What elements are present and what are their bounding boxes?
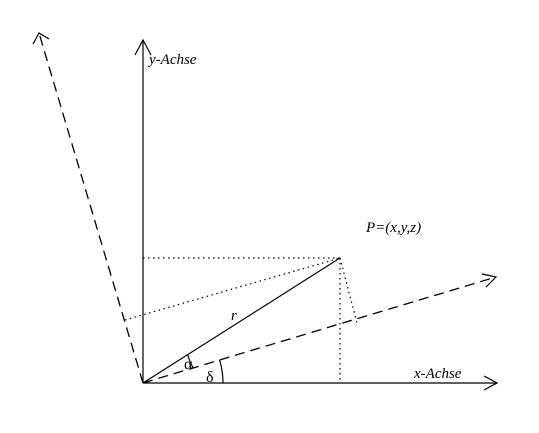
x-axis <box>143 375 499 391</box>
projection-to-rotated-x-axis <box>339 257 358 324</box>
alpha-label: α <box>184 356 193 373</box>
rotated-y-axis <box>32 32 144 384</box>
x-axis-label: x-Achse <box>413 366 462 382</box>
point-label: P=(x,y,z) <box>365 220 421 236</box>
radius-label: r <box>231 308 237 324</box>
delta-label: δ <box>206 369 214 386</box>
alpha-arc <box>187 354 195 369</box>
radius-vector <box>142 257 341 384</box>
y-axis-label: y-Achse <box>147 52 197 68</box>
y-axis <box>134 38 152 383</box>
projection-to-rotated-y-axis <box>124 257 341 321</box>
rotated-x-axis <box>142 273 498 384</box>
delta-arc <box>219 359 224 384</box>
